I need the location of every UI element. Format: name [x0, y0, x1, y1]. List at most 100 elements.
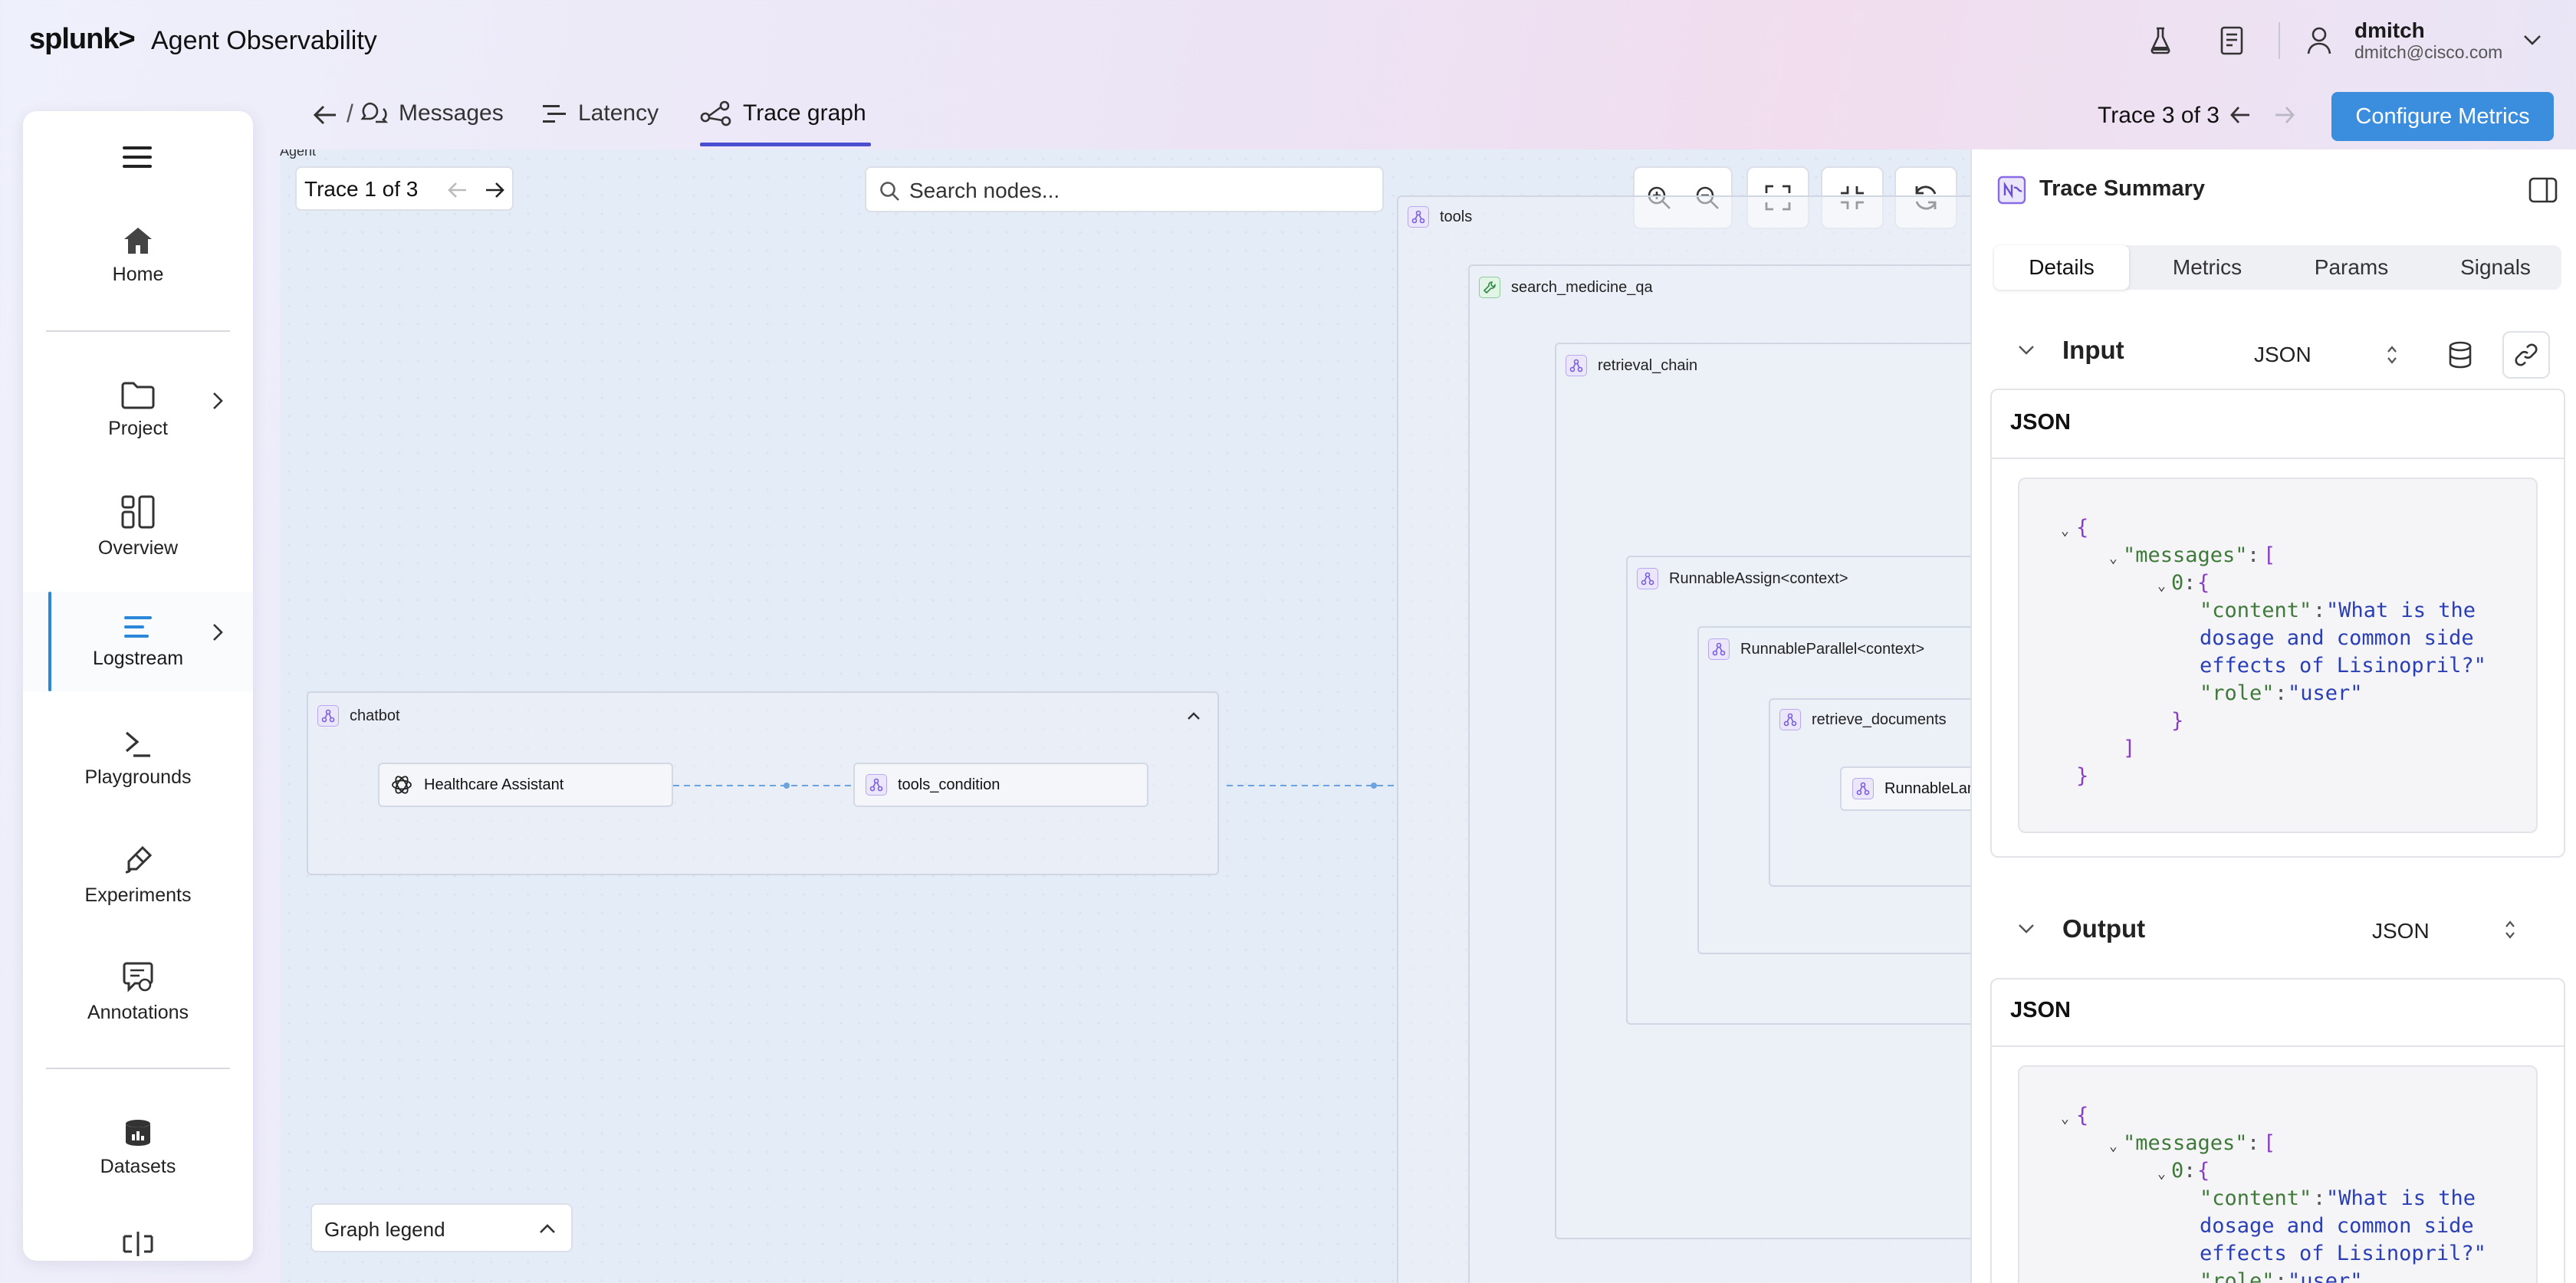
json-brace: {	[2197, 571, 2210, 595]
database-icon[interactable]	[2448, 341, 2472, 369]
minimize-icon	[1841, 186, 1864, 209]
json-colon: :	[2275, 681, 2288, 705]
json-brace: {	[2076, 516, 2089, 540]
json-key: "role"	[2200, 681, 2275, 705]
tab-label: Latency	[578, 100, 659, 126]
sidebar-item-label: Home	[112, 263, 164, 285]
group-label: retrieval_chain	[1598, 356, 1698, 374]
inner-trace-label: Trace 1 of 3	[304, 177, 419, 201]
hamburger-menu-icon[interactable]	[121, 144, 153, 170]
sidebar-item-datasets[interactable]: Datasets	[23, 1098, 253, 1197]
sidebar-item-experiments[interactable]: Experiments	[23, 825, 253, 925]
chevron-up-icon[interactable]	[1187, 711, 1201, 720]
breadcrumb-separator: /	[347, 100, 353, 127]
group-label: tools	[1440, 208, 1473, 225]
tab-trace-graph[interactable]: Trace graph	[700, 100, 866, 126]
user-name[interactable]: dmitch	[2354, 18, 2425, 42]
input-format-select[interactable]: JSON	[2254, 343, 2312, 366]
node-runnable-lambda[interactable]: RunnableLam	[1840, 766, 1970, 811]
json-key: "content"	[2200, 599, 2312, 622]
tab-params[interactable]: Params	[2314, 255, 2389, 279]
user-icon[interactable]	[2302, 24, 2336, 57]
tab-signals[interactable]: Signals	[2460, 255, 2531, 279]
link-button[interactable]	[2502, 331, 2550, 379]
json-string: effects of Lisinopril?"	[2200, 1242, 2486, 1265]
node-label: RunnableLam	[1884, 779, 1970, 797]
configure-metrics-button[interactable]: Configure Metrics	[2331, 92, 2554, 141]
graph-node-icon	[866, 774, 887, 796]
collapse-caret-icon[interactable]: ⌄	[2109, 550, 2118, 566]
graph-legend-toggle[interactable]: Graph legend	[310, 1203, 573, 1252]
group-label: RunnableParallel<context>	[1740, 640, 1925, 658]
tab-messages[interactable]: Messages	[360, 100, 504, 126]
sidebar-item-logstream[interactable]: Logstream	[23, 592, 253, 691]
select-arrows-icon[interactable]	[2386, 344, 2398, 366]
collapse-caret-icon[interactable]: ⌄	[2061, 1111, 2069, 1127]
group-label: retrieve_documents	[1812, 710, 1947, 728]
flask-icon[interactable]	[2144, 24, 2177, 57]
graph-node-icon	[1637, 568, 1658, 589]
collapse-panel-icon[interactable]	[2528, 177, 2558, 203]
tab-latency[interactable]: Latency	[541, 100, 659, 126]
json-key: "content"	[2200, 1186, 2312, 1210]
next-arrow-icon[interactable]	[485, 182, 504, 199]
collapse-caret-icon[interactable]: ⌄	[2157, 578, 2166, 594]
graph-node-icon	[1852, 778, 1874, 799]
collapse-caret-icon[interactable]: ⌄	[2109, 1138, 2118, 1154]
select-arrows-icon[interactable]	[2504, 919, 2516, 940]
chevron-right-icon[interactable]	[212, 391, 224, 411]
sidebar: Home Project Overview Logstream Playgrou…	[23, 111, 253, 1261]
tab-metrics[interactable]: Metrics	[2172, 255, 2242, 279]
collapse-output-chevron-icon[interactable]	[2018, 924, 2035, 934]
group-label: search_medicine_qa	[1511, 278, 1653, 296]
collapse-caret-icon[interactable]: ⌄	[2061, 523, 2069, 539]
search-nodes-box[interactable]: Search nodes...	[865, 166, 1384, 212]
trace-graph-icon	[700, 100, 731, 126]
sidebar-item-overview[interactable]: Overview	[23, 477, 253, 576]
input-section-title: Input	[2062, 336, 2124, 364]
json-key: "role"	[2200, 1269, 2275, 1283]
sidebar-divider	[46, 330, 230, 332]
next-trace-arrow-icon[interactable]	[2274, 105, 2295, 125]
prev-trace-arrow-icon[interactable]	[2229, 105, 2251, 125]
back-arrow-icon[interactable]	[313, 104, 337, 126]
json-key: "messages"	[2123, 1131, 2248, 1155]
output-format-select[interactable]: JSON	[2372, 919, 2430, 943]
input-json-card: JSON ⌄ { ⌄ "messages" : [ ⌄ 0 : { "conte…	[1990, 389, 2565, 858]
json-index: 0	[2171, 1159, 2184, 1183]
collapse-caret-icon[interactable]: ⌄	[2157, 1166, 2166, 1182]
sidebar-item-label: Project	[108, 417, 168, 439]
output-json-viewer[interactable]: ⌄ { ⌄ "messages" : [ ⌄ 0 : { "content" :…	[2018, 1065, 2538, 1283]
docs-icon[interactable]	[2216, 24, 2249, 57]
annotations-icon	[123, 962, 153, 993]
panel-tab-bar: Details Metrics Params Signals	[1994, 245, 2561, 290]
prev-arrow-icon[interactable]	[448, 182, 468, 199]
json-string: "user"	[2288, 1269, 2363, 1283]
sidebar-item-home[interactable]: Home	[23, 205, 253, 305]
json-brace: }	[2171, 709, 2184, 733]
input-json-viewer[interactable]: ⌄ { ⌄ "messages" : [ ⌄ 0 : { "content" :…	[2018, 477, 2538, 833]
chevron-right-icon[interactable]	[212, 622, 224, 642]
tab-details[interactable]: Details	[1994, 245, 2129, 290]
trace-graph-canvas[interactable]: Agent Trace 1 of 3 Search nodes... tools…	[280, 149, 1970, 1283]
node-tools-condition[interactable]: tools_condition	[853, 763, 1148, 807]
logstream-icon	[124, 615, 152, 638]
text-cursor-icon[interactable]	[121, 1230, 155, 1258]
sidebar-item-playgrounds[interactable]: Playgrounds	[23, 709, 253, 809]
active-tab-underline	[700, 143, 871, 146]
tab-label: Messages	[399, 100, 504, 126]
search-input[interactable]: Search nodes...	[909, 179, 1060, 202]
json-string: effects of Lisinopril?"	[2200, 654, 2486, 678]
sidebar-item-project[interactable]: Project	[23, 360, 253, 460]
sidebar-item-annotations[interactable]: Annotations	[23, 943, 253, 1042]
splunk-logo[interactable]: splunk>	[29, 23, 136, 55]
chevron-down-icon[interactable]	[2522, 34, 2542, 46]
output-json-card: JSON ⌄ { ⌄ "messages" : [ ⌄ 0 : { "conte…	[1990, 978, 2565, 1283]
collapse-input-chevron-icon[interactable]	[2018, 345, 2035, 356]
output-section-title: Output	[2062, 914, 2146, 943]
openai-icon	[392, 776, 412, 794]
card-divider	[1992, 458, 2564, 459]
card-title: JSON	[2010, 998, 2071, 1022]
json-string: "What is the	[2326, 1186, 2476, 1210]
node-healthcare-assistant[interactable]: Healthcare Assistant	[378, 763, 673, 807]
